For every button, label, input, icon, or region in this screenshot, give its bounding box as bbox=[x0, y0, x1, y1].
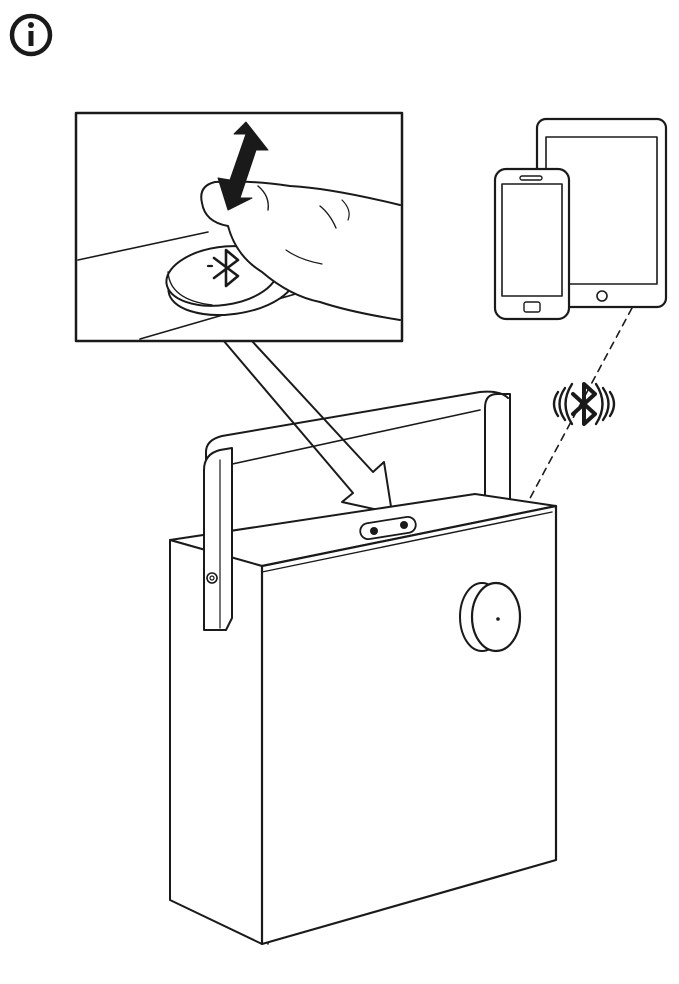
volume-knob bbox=[459, 581, 522, 653]
bluetooth-icon bbox=[571, 382, 597, 426]
press-arrow-icon bbox=[217, 121, 269, 211]
bluetooth-icon bbox=[206, 248, 240, 288]
handle-screw-icon bbox=[206, 572, 218, 584]
bluetooth-speaker bbox=[169, 390, 558, 946]
speaker-top-buttons bbox=[359, 515, 417, 541]
info-icon bbox=[9, 13, 53, 57]
smartphone-icon bbox=[493, 167, 571, 321]
bluetooth-signal-icon bbox=[552, 382, 616, 426]
zoom-pointer-arrow bbox=[222, 339, 393, 514]
finger bbox=[200, 180, 401, 321]
detail-inset bbox=[74, 111, 404, 343]
